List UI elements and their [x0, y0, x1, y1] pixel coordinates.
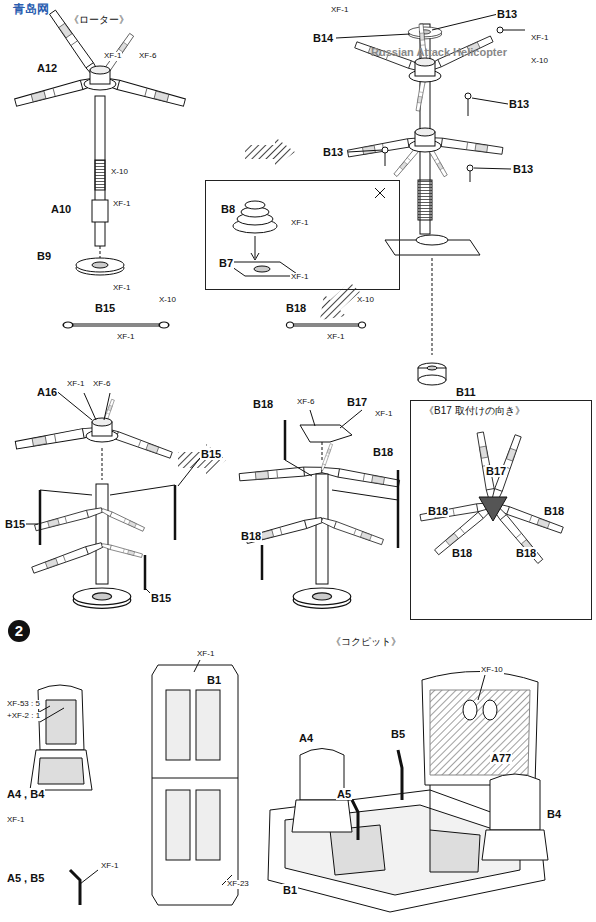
- part-number: B18: [372, 446, 394, 458]
- part-number: B15: [200, 448, 222, 460]
- paint-code: XF-6: [138, 52, 157, 61]
- part-number: B18: [515, 547, 537, 559]
- part-number: A12: [36, 62, 58, 74]
- paint-code: XF-1: [100, 862, 119, 871]
- part-number: A10: [50, 203, 72, 215]
- paint-code: XF-1: [196, 650, 215, 659]
- paint-code: XF-1: [112, 284, 131, 293]
- paint-code: XF-10: [480, 666, 504, 675]
- paint-code: X-10: [158, 296, 177, 305]
- part-number: B17: [485, 465, 507, 477]
- note-text: 《コクピット》: [330, 636, 402, 647]
- part-number: A16: [36, 386, 58, 398]
- paint-code: +XF-2 : 1: [6, 712, 41, 721]
- paint-code: X-10: [110, 168, 129, 177]
- part-number: B13: [496, 8, 518, 20]
- part-number: B13: [508, 98, 530, 110]
- note-text: 《ローター》: [68, 14, 130, 25]
- paint-code: XF-1: [290, 273, 309, 282]
- paint-code: X-10: [356, 296, 375, 305]
- part-number: A4: [298, 732, 314, 744]
- paint-code: XF-1: [530, 34, 549, 43]
- part-number: B13: [512, 163, 534, 175]
- part-number: B11: [455, 386, 477, 398]
- inset-frame: 《B17 取付けの向き》B17B18B18B18B18: [410, 400, 592, 620]
- part-number: B18: [252, 398, 274, 410]
- part-number: B15: [4, 518, 26, 530]
- part-number: B1: [206, 674, 222, 686]
- paint-code: XF-1: [326, 333, 345, 342]
- paint-code: X-10: [530, 57, 549, 66]
- paint-code: XF-1: [330, 6, 349, 15]
- part-number: B18: [427, 505, 449, 517]
- step-number: 2: [8, 620, 30, 642]
- part-number: B15: [94, 302, 116, 314]
- paint-code: XF-6: [296, 398, 315, 407]
- paint-code: XF-53 : 5: [6, 700, 41, 709]
- paint-code: XF-1: [103, 52, 122, 61]
- part-number: B18: [451, 547, 473, 559]
- part-number: A5 , B5: [6, 872, 45, 884]
- part-number: B8: [220, 203, 236, 215]
- paint-code: XF-1: [112, 200, 131, 209]
- inset-frame: B8XF-1B7XF-1: [205, 180, 400, 290]
- part-number: B1: [282, 884, 298, 896]
- part-number: B4: [546, 808, 562, 820]
- paint-code: XF-1: [6, 816, 25, 825]
- part-number: 《B17 取付けの向き》: [423, 405, 526, 416]
- note-text: Russian Attack Helicopter: [370, 46, 508, 58]
- part-number: B5: [390, 728, 406, 740]
- part-number: B18: [543, 505, 565, 517]
- note-text: 青岛网: [12, 3, 50, 16]
- paint-code: XF-6: [92, 380, 111, 389]
- paint-code: XF-23: [226, 880, 250, 889]
- step-digit: 2: [14, 623, 24, 640]
- part-number: B17: [346, 396, 368, 408]
- part-number: A5: [336, 788, 352, 800]
- paint-code: XF-1: [66, 380, 85, 389]
- part-number: B14: [312, 32, 334, 44]
- part-number: A77: [490, 752, 512, 764]
- part-number: B18: [285, 302, 307, 314]
- part-number: B7: [218, 257, 234, 269]
- part-number: B13: [322, 146, 344, 158]
- paint-code: XF-1: [290, 219, 309, 228]
- paint-code: XF-1: [116, 333, 135, 342]
- paint-code: XF-1: [374, 410, 393, 419]
- part-number: B9: [36, 250, 52, 262]
- part-number: B15: [150, 592, 172, 604]
- part-number: A4 , B4: [6, 788, 45, 800]
- part-number: B18: [240, 530, 262, 542]
